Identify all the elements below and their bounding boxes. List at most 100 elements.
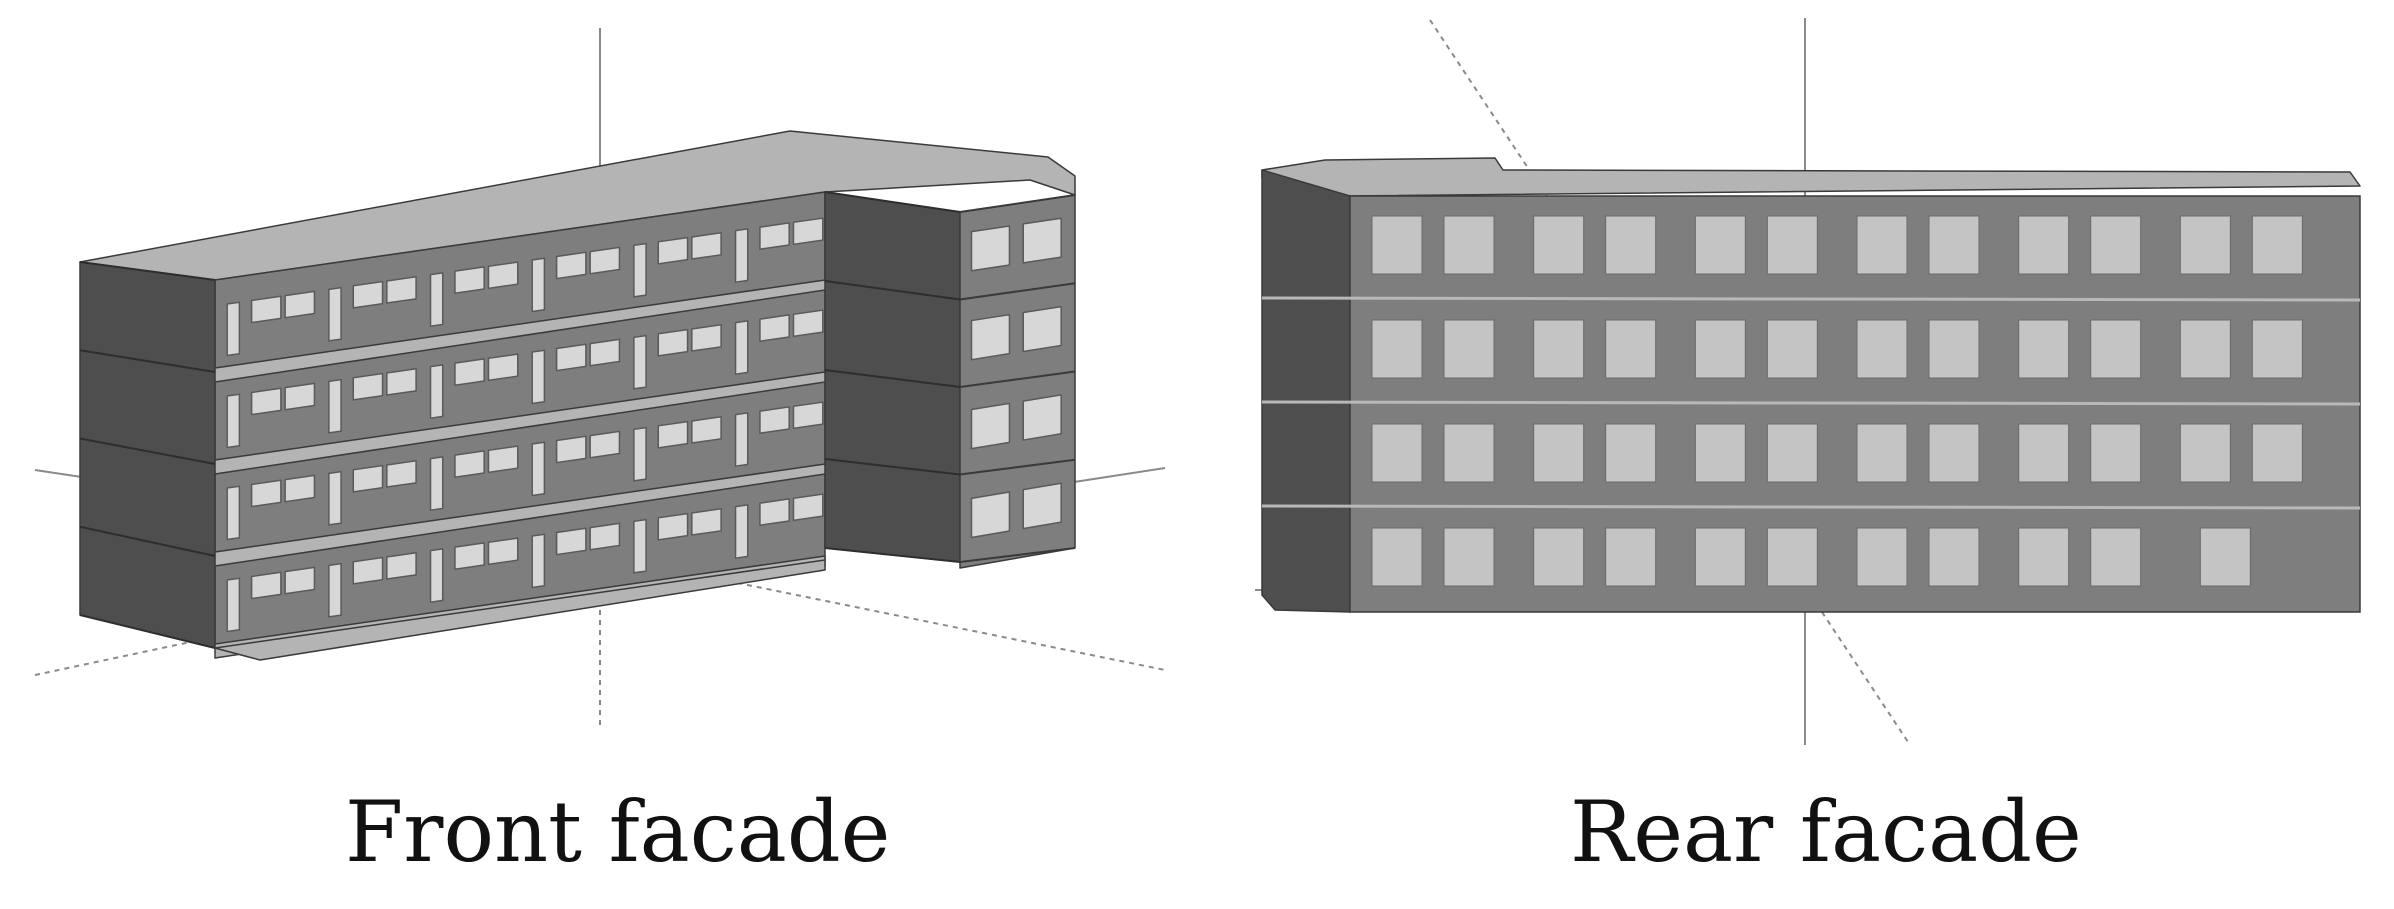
front-door-panel [429,548,444,603]
rear-window [1694,527,1746,587]
front-door-panel [633,242,647,298]
rear-window [1694,423,1746,483]
front-door-panel [633,334,647,390]
rear-window [1766,319,1818,379]
rear-window [1371,319,1423,379]
rear-window [2251,423,2303,483]
front-door-panel [328,286,342,342]
front-window [352,280,384,309]
front-window [792,493,824,522]
front-door-panel [633,518,647,574]
rear-window [1856,423,1908,483]
front-door-panel [531,441,546,497]
rear-window [2018,319,2070,379]
front-left-gable [79,261,216,649]
rear-window [2018,527,2070,587]
front-end-block-window [970,313,1011,361]
front-window [454,450,485,478]
front-window [284,382,316,411]
front-window [386,275,417,304]
front-window [657,512,689,541]
rear-window [2179,423,2231,483]
rear-window [1443,527,1495,587]
rear-window [2018,215,2070,275]
front-end-front-floor-line [959,370,1076,388]
front-window [691,323,722,352]
front-gable-floor-line [79,437,216,465]
front-window [691,231,722,260]
rear-window [1928,319,1980,379]
rear-window [1533,527,1585,587]
rear-window [1605,215,1657,275]
front-door-panel [429,272,444,327]
front-window [487,445,519,474]
front-window [589,338,621,367]
front-window [250,479,282,508]
front-end-block-window [970,402,1011,450]
front-window [386,459,417,488]
front-gable-floor-line [79,525,216,557]
rear-window [1533,215,1585,275]
rear-window [1443,319,1495,379]
rear-window [1766,215,1818,275]
front-window [487,537,519,566]
front-gable-floor-line [79,261,216,281]
front-window [657,420,689,449]
front-window [352,464,384,493]
rear-window [2179,215,2231,275]
rear-facade-view [1254,18,2361,746]
rear-window [2090,527,2142,587]
rear-window [1533,319,1585,379]
rear-window [2090,423,2142,483]
front-window [284,474,316,503]
front-door-panel [328,562,342,618]
rear-window [2179,319,2231,379]
rear-window [1928,527,1980,587]
front-door-panel [531,349,546,405]
front-window [284,290,316,319]
front-window [454,358,485,386]
rear-window [1371,527,1423,587]
front-end-block-window [1022,394,1062,441]
front-balcony-slab [214,371,826,475]
front-end-block-window [1022,217,1062,264]
front-door-panel [226,577,241,633]
front-window [454,266,485,294]
front-window [759,314,790,342]
rear-window [1443,215,1495,275]
front-door-panel [531,257,546,313]
front-door-panel [226,485,241,541]
front-window [386,367,417,396]
front-gable-floor-line [79,349,216,373]
front-end-side-floor-line [824,280,961,301]
rear-window [1443,423,1495,483]
front-balcony-slab [214,279,826,383]
front-window [487,353,519,382]
front-end-block-side [824,191,961,563]
front-window [792,401,824,430]
front-window [555,251,587,280]
front-window [555,343,587,372]
front-window [250,295,282,324]
rear-window [2199,527,2251,587]
front-end-front-floor-line [959,458,1076,476]
rear-floor-line [1261,400,2361,406]
rear-facade-caption: Rear facade [1570,783,2082,881]
front-balcony-slab [214,463,826,567]
front-window [386,551,417,580]
rear-left-side [1261,169,1351,613]
front-door-panel [633,426,647,482]
front-facade-caption: Front facade [345,783,891,881]
front-end-side-floor-line [824,547,961,563]
rear-window [1533,423,1585,483]
rear-window [1856,215,1908,275]
rear-window [1766,527,1818,587]
front-window [284,566,316,595]
rear-window [2090,319,2142,379]
front-gable-floor-line [79,614,216,649]
rear-window [1928,215,1980,275]
front-door-panel [734,228,749,283]
front-window [657,236,689,265]
front-end-side-floor-line [824,458,961,476]
